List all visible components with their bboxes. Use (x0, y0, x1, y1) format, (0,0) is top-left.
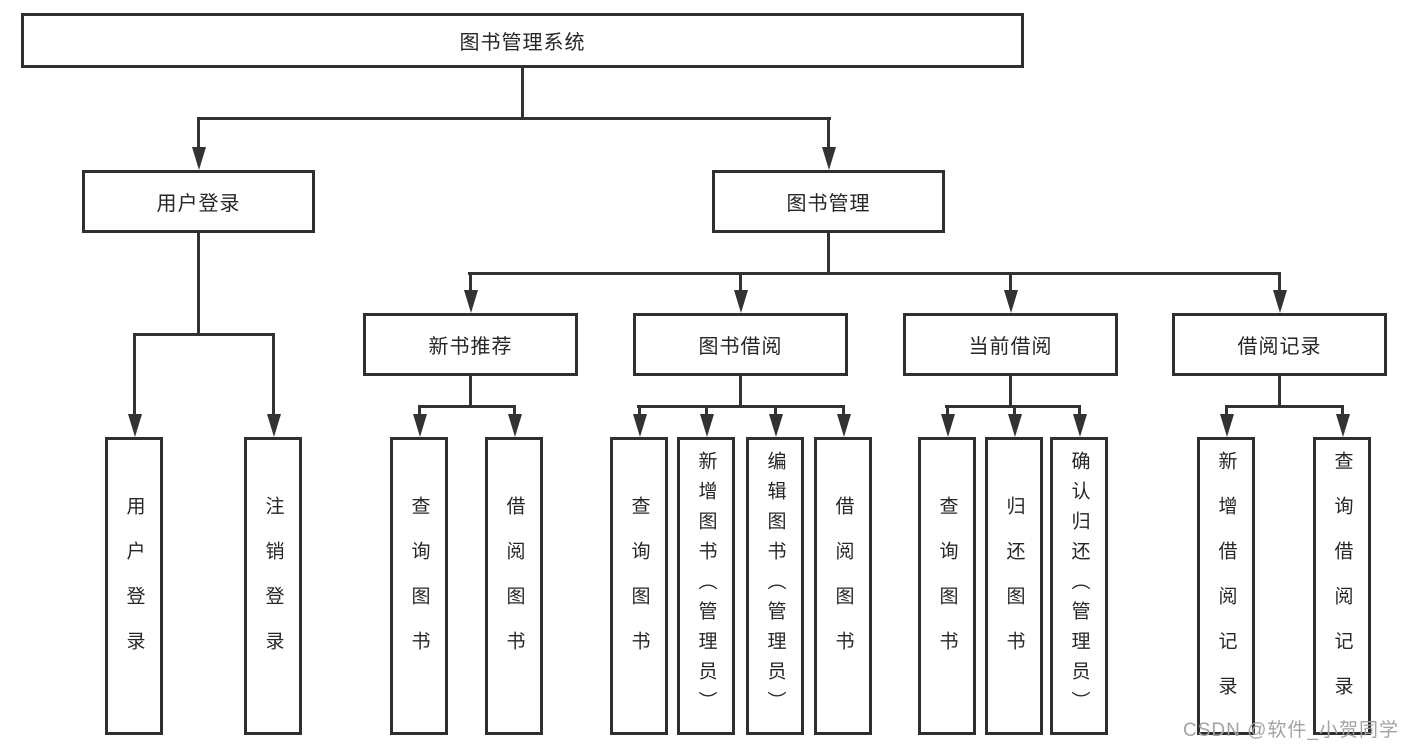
arrow-to-leaf-logout (266, 333, 281, 437)
leaf-borrow-edit-book-admin: 编辑图书（管理员） (746, 437, 804, 735)
leaf-label: 查询图书 (936, 496, 958, 676)
arrowhead-icon (1003, 290, 1018, 313)
node-label: 借阅记录 (1237, 336, 1322, 358)
leaf-label: 借阅图书 (832, 496, 854, 676)
arrow-to-bb-add-book (699, 405, 714, 437)
csdn-watermark: CSDN @软件_小贺同学 (1183, 720, 1399, 741)
arrow-to-br-query-record (1335, 405, 1350, 437)
arrow-to-user-login (191, 117, 206, 170)
node-label: 图书管理 (786, 193, 871, 215)
arrow-to-rec-query-book (412, 405, 427, 437)
arrow-to-book-borrow (733, 272, 748, 313)
connector-book-borrow-stem (739, 376, 742, 408)
node-label: 新书推荐 (428, 336, 513, 358)
arrow-to-bb-query-book (632, 405, 647, 437)
leaf-label: 编辑图书（管理员） (764, 451, 786, 721)
node-user-login: 用户登录 (82, 170, 315, 233)
leaf-label: 查询图书 (628, 496, 650, 676)
arrowhead-icon (768, 414, 783, 437)
node-borrow-records: 借阅记录 (1172, 313, 1387, 376)
node-label: 图书管理系统 (459, 32, 586, 54)
arrowhead-icon (733, 290, 748, 313)
node-label: 当前借阅 (968, 336, 1053, 358)
node-book-borrow: 图书借阅 (633, 313, 848, 376)
arrow-to-new-book-rec (463, 272, 478, 313)
arrow-to-book-mgmt (821, 117, 836, 170)
arrow-to-br-add-record (1219, 405, 1234, 437)
arrowhead-icon (940, 414, 955, 437)
leaf-logout: 注销登录 (244, 437, 302, 735)
arrowhead-icon (836, 414, 851, 437)
connector-borrow-records-stem (1278, 376, 1281, 408)
leaf-borrow-add-book-admin: 新增图书（管理员） (677, 437, 735, 735)
leaf-label: 注销登录 (262, 496, 284, 676)
leaf-recommend-query-book: 查询图书 (390, 437, 448, 735)
leaf-user-login: 用户登录 (105, 437, 163, 735)
arrowhead-icon (1007, 414, 1022, 437)
arrow-to-cb-query-book (940, 405, 955, 437)
leaf-borrow-query-book: 查询图书 (610, 437, 668, 735)
arrow-to-borrow-records (1272, 272, 1287, 313)
leaf-label: 查询图书 (408, 496, 430, 676)
connector-book-borrow-bus (637, 405, 845, 408)
node-library-management-system: 图书管理系统 (21, 13, 1024, 68)
connector-level2-bus (197, 117, 831, 120)
arrowhead-icon (463, 290, 478, 313)
leaf-label: 归还图书 (1003, 496, 1025, 676)
leaf-recommend-borrow-book: 借阅图书 (485, 437, 543, 735)
arrow-to-bb-borrow-book (836, 405, 851, 437)
arrowhead-icon (1335, 414, 1350, 437)
connector-new-book-rec-bus (418, 405, 516, 408)
connector-user-login-bus (133, 333, 275, 336)
node-label: 用户登录 (156, 193, 241, 215)
leaf-borrow-borrow-book: 借阅图书 (814, 437, 872, 735)
leaf-label: 查询借阅记录 (1331, 451, 1353, 721)
leaf-label: 借阅图书 (503, 496, 525, 676)
arrow-to-cb-return-book (1007, 405, 1022, 437)
arrowhead-icon (1072, 414, 1087, 437)
node-label: 图书借阅 (698, 336, 783, 358)
leaf-current-query-book: 查询图书 (918, 437, 976, 735)
arrowhead-icon (127, 414, 142, 437)
arrowhead-icon (507, 414, 522, 437)
arrowhead-icon (191, 147, 206, 170)
leaf-records-add-record: 新增借阅记录 (1197, 437, 1255, 735)
arrowhead-icon (1272, 290, 1287, 313)
leaf-current-confirm-return-admin: 确认归还（管理员） (1050, 437, 1108, 735)
connector-root-stem (521, 66, 524, 119)
node-current-borrow: 当前借阅 (903, 313, 1118, 376)
arrowhead-icon (266, 414, 281, 437)
leaf-label: 确认归还（管理员） (1068, 451, 1090, 721)
connector-user-login-stem (197, 232, 200, 336)
arrow-to-current-borrow (1003, 272, 1018, 313)
arrowhead-icon (1219, 414, 1234, 437)
node-new-book-recommend: 新书推荐 (363, 313, 578, 376)
connector-level3-bus (468, 272, 1281, 275)
arrow-to-bb-edit-book (768, 405, 783, 437)
arrowhead-icon (821, 147, 836, 170)
leaf-label: 用户登录 (123, 496, 145, 676)
arrow-to-rec-borrow-book (507, 405, 522, 437)
arrow-to-cb-confirm-return (1072, 405, 1087, 437)
connector-new-book-rec-stem (469, 376, 472, 408)
arrow-to-leaf-user-login (127, 333, 142, 437)
leaf-label: 新增图书（管理员） (695, 451, 717, 721)
connector-book-mgmt-stem (827, 232, 830, 275)
connector-current-borrow-stem (1009, 376, 1012, 408)
leaf-current-return-book: 归还图书 (985, 437, 1043, 735)
connector-borrow-records-bus (1225, 405, 1344, 408)
arrowhead-icon (699, 414, 714, 437)
node-book-management: 图书管理 (712, 170, 945, 233)
arrowhead-icon (412, 414, 427, 437)
leaf-label: 新增借阅记录 (1215, 451, 1237, 721)
arrowhead-icon (632, 414, 647, 437)
leaf-records-query-record: 查询借阅记录 (1313, 437, 1371, 735)
